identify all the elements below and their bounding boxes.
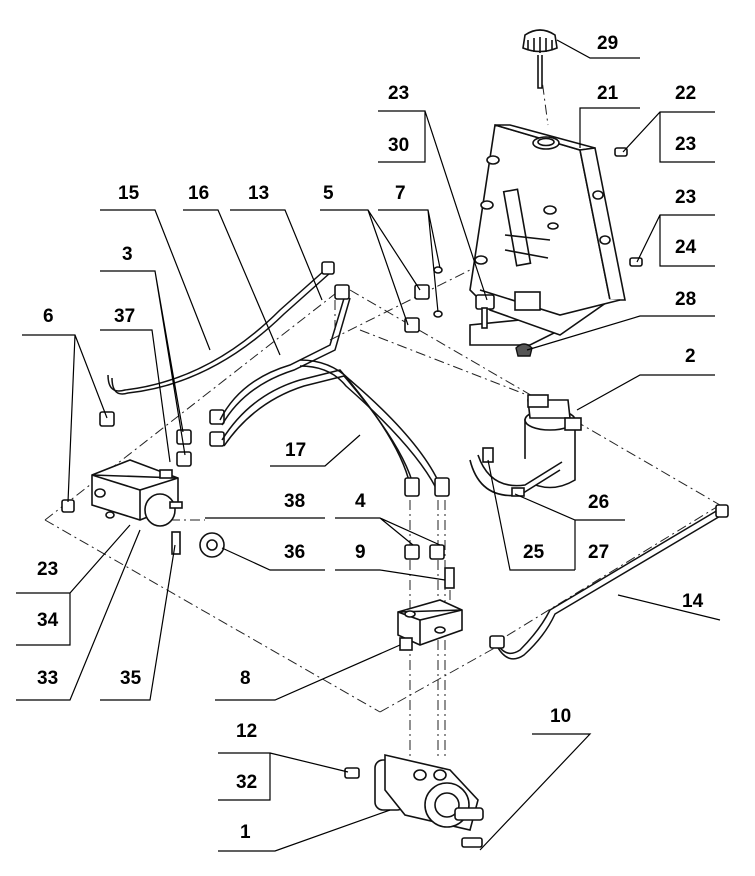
- callout-33: 33: [37, 668, 58, 689]
- callout-24: 24: [675, 237, 697, 258]
- callout-6: 6: [43, 306, 54, 327]
- callout-29: 29: [597, 33, 618, 54]
- callout-8: 8: [240, 668, 251, 689]
- callout-32: 32: [236, 772, 257, 793]
- callout-9: 9: [355, 542, 366, 563]
- callout-23: 23: [37, 559, 58, 580]
- assembly-centerlines: [44, 64, 721, 760]
- callout-2: 2: [685, 346, 696, 367]
- control-valve: [61, 459, 225, 558]
- callout-17: 17: [285, 440, 306, 461]
- callout-12: 12: [236, 721, 257, 742]
- callout-14: 14: [682, 591, 704, 612]
- callout-23: 23: [675, 134, 696, 155]
- callout-37: 37: [114, 306, 135, 327]
- callout-15: 15: [118, 183, 140, 204]
- filter-assembly: [469, 394, 582, 497]
- hydraulic-hoses: [107, 261, 729, 660]
- callout-5: 5: [323, 183, 334, 204]
- callout-23: 23: [675, 187, 696, 208]
- callout-25: 25: [523, 542, 545, 563]
- callout-28: 28: [675, 289, 696, 310]
- reservoir-screws: [475, 147, 643, 357]
- callout-7: 7: [395, 183, 406, 204]
- callout-34: 34: [37, 610, 59, 631]
- callout-36: 36: [284, 542, 305, 563]
- valve-block: [397, 544, 463, 651]
- hydraulic-reservoir: [469, 123, 626, 346]
- callout-1: 1: [240, 822, 251, 843]
- callout-30: 30: [388, 135, 409, 156]
- callout-35: 35: [120, 668, 142, 689]
- callout-leaders: [16, 39, 721, 852]
- callout-27: 27: [588, 542, 609, 563]
- callout-4: 4: [355, 491, 366, 512]
- callout-21: 21: [597, 83, 619, 104]
- callout-13: 13: [248, 183, 269, 204]
- callout-22: 22: [675, 83, 696, 104]
- callout-16: 16: [188, 183, 209, 204]
- filler-cap: [522, 29, 558, 89]
- callout-10: 10: [550, 706, 571, 727]
- callout-26: 26: [588, 492, 609, 513]
- callout-3: 3: [122, 244, 133, 265]
- hydraulic-pump: [344, 753, 484, 848]
- callout-23: 23: [388, 83, 409, 104]
- hose-fittings: [99, 266, 443, 467]
- callout-labels: 29 23 30 21 22 23 23 24 28 2 26 25 27 14…: [37, 33, 704, 843]
- callout-38: 38: [284, 491, 305, 512]
